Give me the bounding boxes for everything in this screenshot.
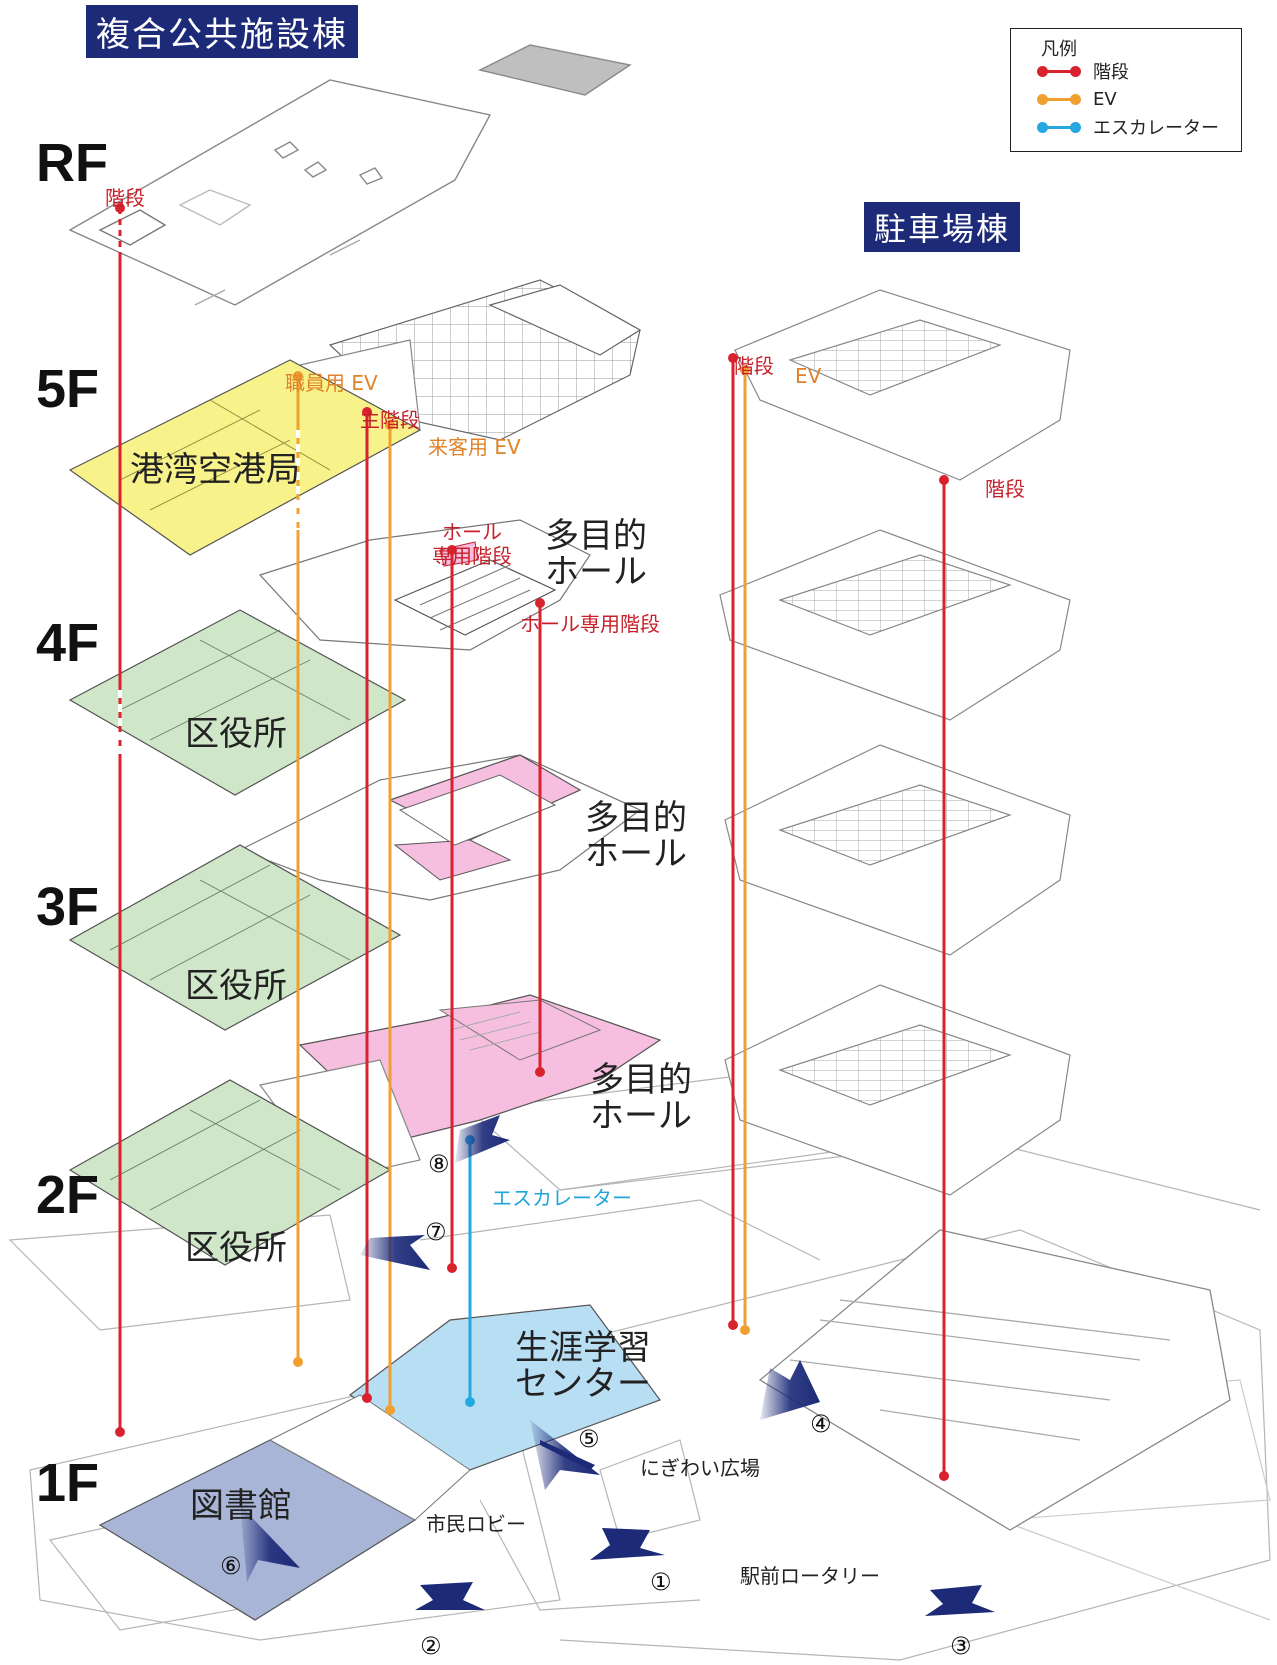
parking-stairs-a-label: 階段 — [734, 354, 774, 378]
ward-office-4f-label: 区役所 — [185, 714, 287, 754]
marker-4: ④ — [810, 1410, 832, 1438]
main-building-title: 複合公共施設棟 — [86, 5, 358, 58]
marker-6: ⑥ — [220, 1552, 242, 1580]
parking-1f — [758, 1229, 1231, 1531]
marker-1: ① — [650, 1568, 672, 1596]
3f-plan — [68, 754, 642, 1031]
legend-item-ev: EV — [1037, 87, 1117, 111]
stairs-line-icon — [1037, 65, 1081, 77]
hall-2f-label: 多目的 ホール — [590, 1060, 692, 1136]
arrow-6 — [240, 1505, 300, 1582]
floor-label-2f: 2F — [36, 1165, 100, 1225]
arrow-5 — [530, 1420, 600, 1490]
ward-office-2f-label: 区役所 — [185, 1228, 287, 1268]
marker-3: ③ — [950, 1632, 972, 1660]
arrow-2 — [415, 1582, 485, 1610]
legend-label-stairs: 階段 — [1093, 62, 1129, 83]
hall-stairs-a-label: ホール 専用階段 — [432, 520, 512, 568]
circulation-dots — [115, 203, 949, 1481]
entrance-arrows — [240, 1115, 995, 1616]
arrow-3 — [925, 1585, 995, 1616]
rotary-label: 駅前ロータリー — [740, 1564, 880, 1588]
arrow-7 — [360, 1235, 430, 1270]
hall-4f-label: 多目的 ホール — [545, 516, 647, 592]
circulation-lines — [118, 208, 946, 1476]
legend-item-escalator: エスカレーター — [1037, 115, 1219, 139]
legend-label-escalator: エスカレーター — [1093, 118, 1219, 139]
marker-2: ② — [420, 1632, 442, 1660]
5f-plan — [68, 279, 642, 556]
4f-plan — [68, 519, 591, 796]
main-stairs-label: 主階段 — [360, 408, 420, 432]
arrow-1 — [590, 1528, 665, 1560]
2f-plan — [68, 994, 662, 1266]
floor-label-5f: 5F — [36, 359, 100, 419]
floor-label-3f: 3F — [36, 877, 100, 937]
floor-label-4f: 4F — [36, 613, 100, 673]
parking-stairs-b-label: 階段 — [985, 477, 1025, 501]
marker-5: ⑤ — [578, 1425, 600, 1453]
staff-ev-label: 職員用 EV — [285, 371, 378, 395]
lifelong-learning-label: 生涯学習 センター — [515, 1328, 651, 1404]
escalator-line-icon — [1037, 121, 1081, 133]
ward-office-3f-label: 区役所 — [185, 966, 287, 1006]
floor-label-rf: RF — [36, 133, 108, 193]
port-airport-label: 港湾空港局 — [130, 450, 300, 490]
escalator-label: エスカレーター — [492, 1186, 632, 1210]
legend: 凡例 階段 EV エスカレーター — [1010, 28, 1242, 152]
library-label: 図書館 — [190, 1486, 292, 1526]
marker-8: ⑧ — [428, 1150, 450, 1178]
rf-plan — [68, 44, 632, 306]
hall-3f-label: 多目的 ホール — [585, 798, 687, 874]
citizen-lobby-label: 市民ロビー — [426, 1512, 526, 1536]
parking-floors — [719, 289, 1071, 1196]
visitor-ev-label: 来客用 EV — [428, 435, 521, 459]
plaza-label: にぎわい広場 — [640, 1456, 760, 1480]
arrow-4 — [760, 1360, 820, 1420]
parking-ev-label: EV — [795, 364, 822, 388]
rf-stairs-label: 階段 — [105, 186, 145, 210]
legend-label-ev: EV — [1093, 88, 1117, 110]
hall-stairs-b-label: ホール専用階段 — [520, 612, 660, 636]
ev-line-icon — [1037, 93, 1081, 105]
parking-building-title: 駐車場棟 — [864, 202, 1021, 252]
floor-label-1f: 1F — [36, 1453, 100, 1513]
arrow-8 — [455, 1115, 510, 1163]
marker-7: ⑦ — [425, 1218, 447, 1246]
legend-item-stairs: 階段 — [1037, 59, 1129, 83]
legend-title: 凡例 — [1041, 39, 1077, 60]
